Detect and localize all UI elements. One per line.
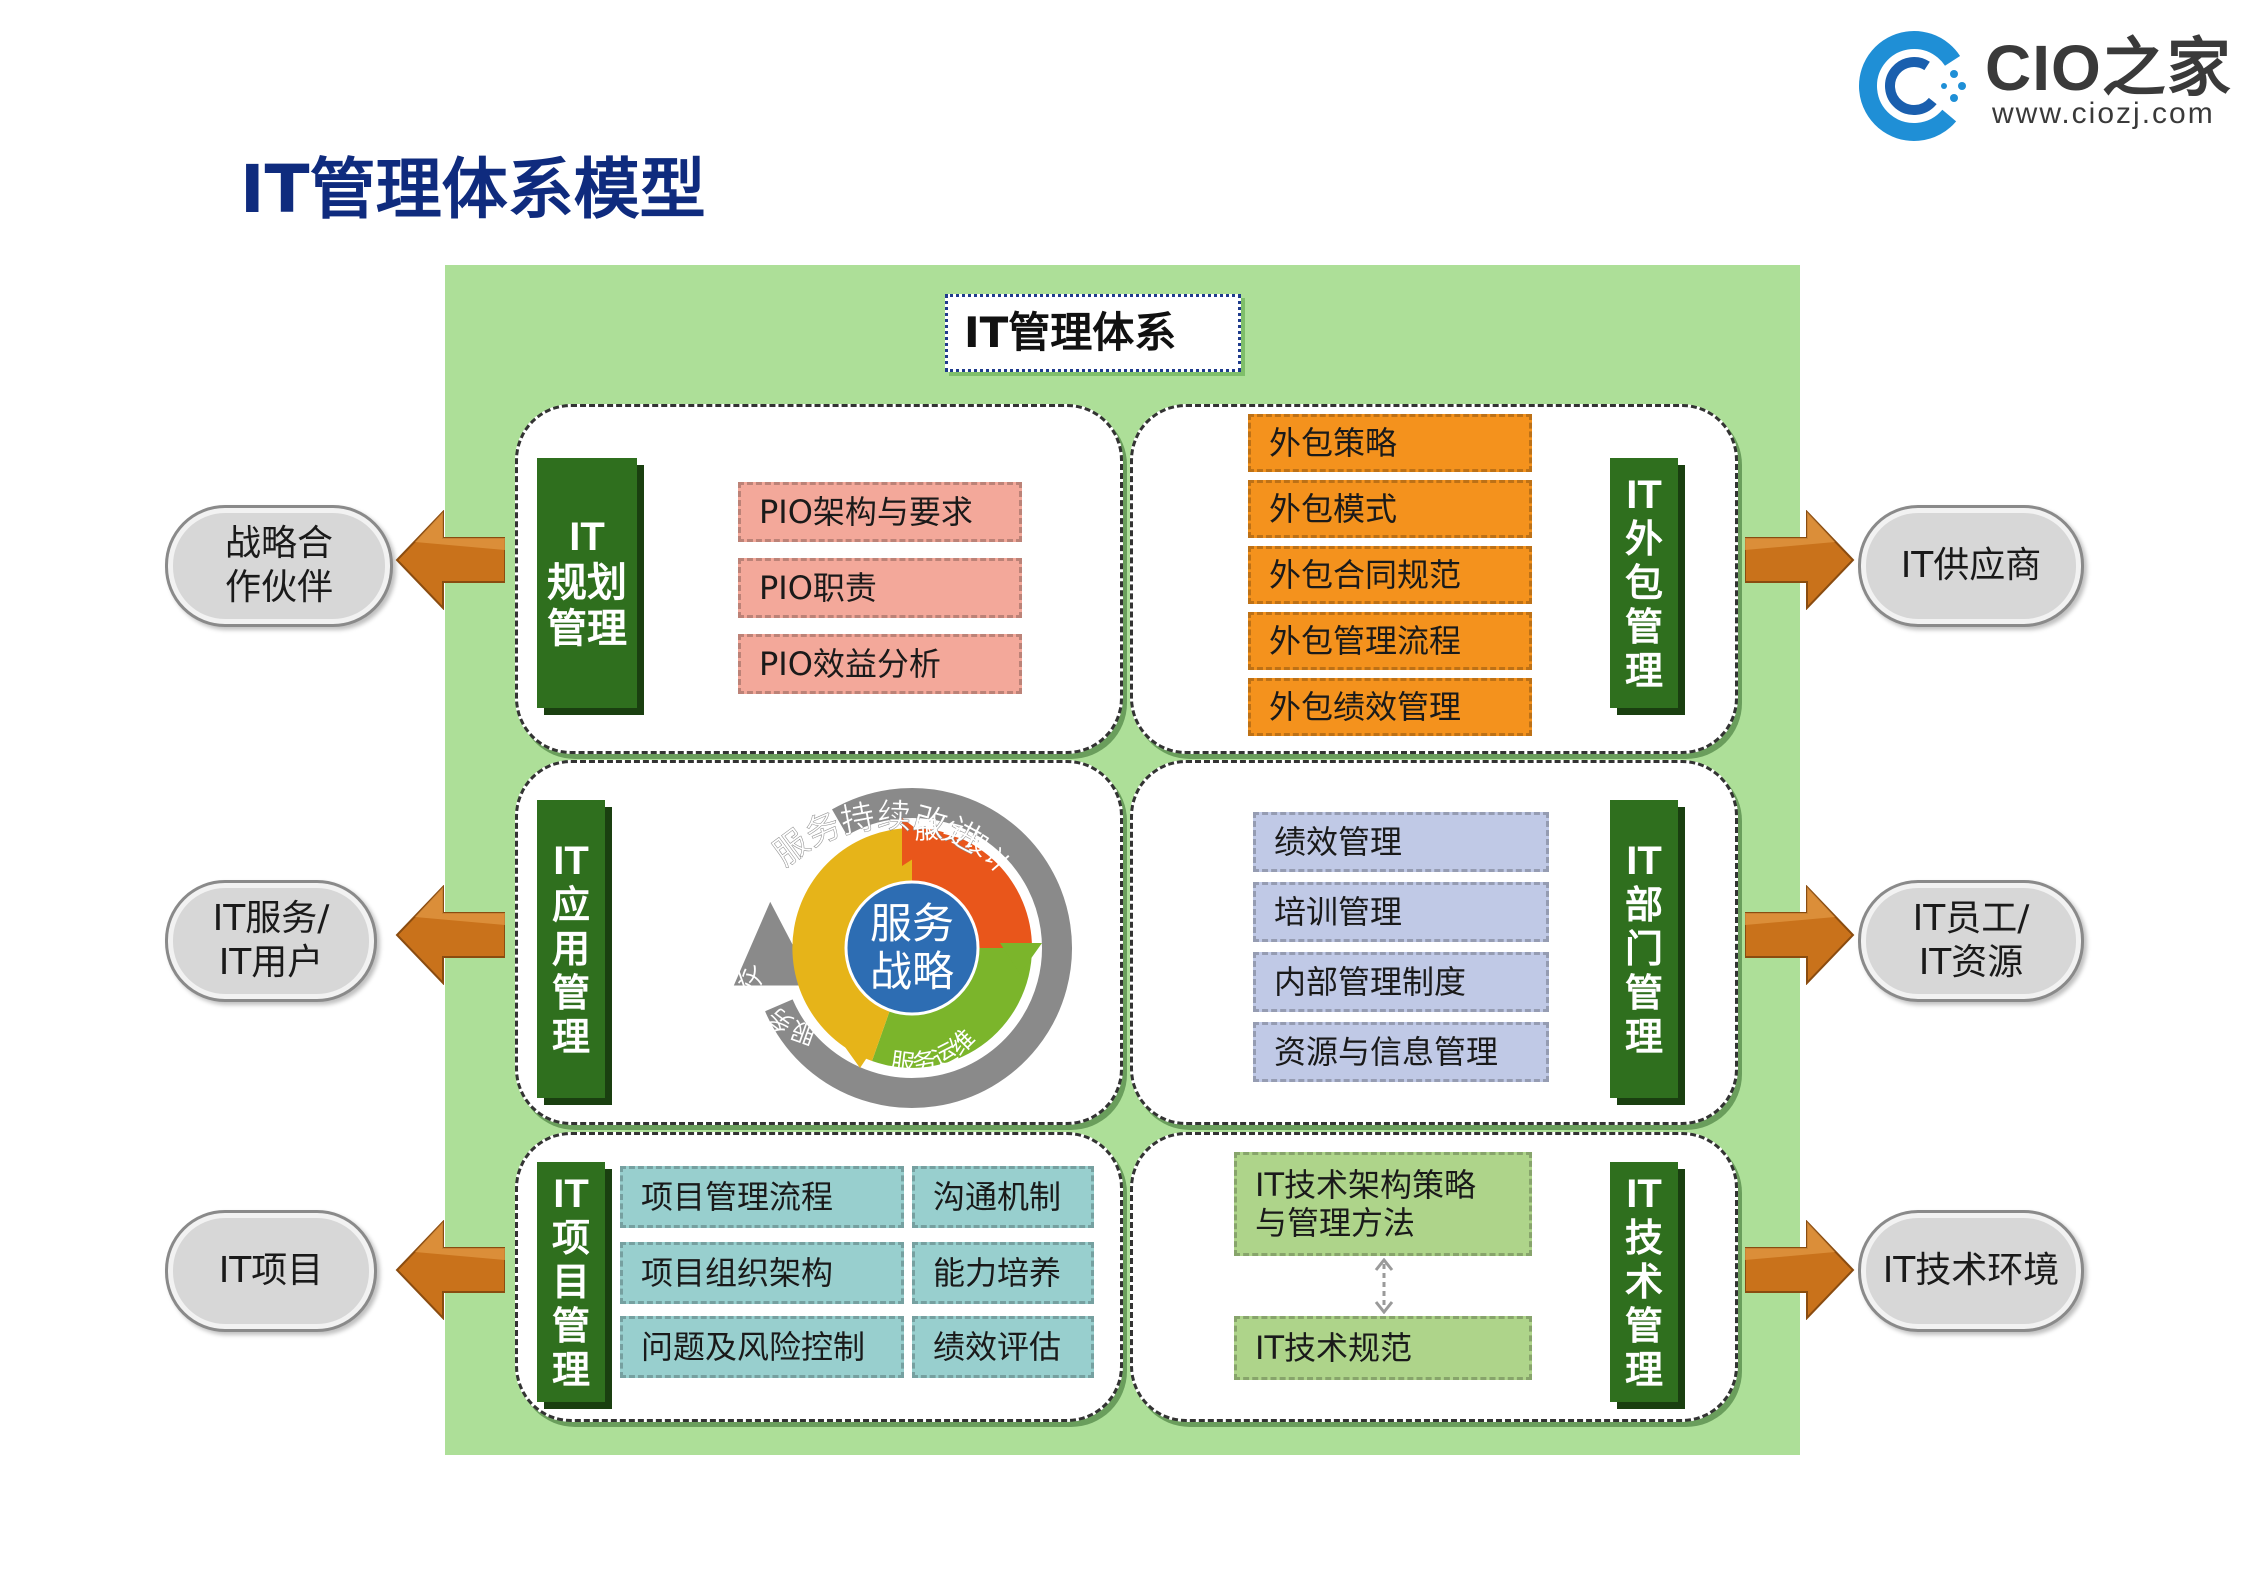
label-it-technology: IT 技 术 管 理 — [1610, 1162, 1678, 1402]
label-line: 理 — [1624, 649, 1663, 693]
label-it-application: IT 应 用 管 理 — [537, 800, 605, 1098]
project-item: 问题及风险控制 — [620, 1316, 904, 1378]
label-line: 管 — [551, 1304, 590, 1348]
stakeholder-bubble-strategic-partner: 战略合 作伙伴 — [165, 505, 393, 627]
label-line: 外 — [1624, 517, 1663, 561]
label-line: 包 — [1624, 561, 1663, 605]
stakeholder-bubble-it-users: IT服务/ IT用户 — [165, 880, 377, 1002]
project-item: 沟通机制 — [912, 1166, 1094, 1228]
planning-item: PIO职责 — [738, 558, 1022, 618]
double-arrow-connector-icon — [1374, 1258, 1394, 1314]
label-it-project: IT 项 目 管 理 — [537, 1162, 605, 1402]
bubble-line: IT用户 — [218, 942, 324, 983]
bubble-line: IT员工/ — [1912, 898, 2030, 939]
label-line: 项 — [551, 1216, 590, 1260]
segment-arrow — [902, 818, 936, 866]
label-line: IT — [553, 839, 589, 883]
outsourcing-item: 外包合同规范 — [1248, 546, 1532, 604]
stakeholder-bubble-it-staff: IT员工/ IT资源 — [1858, 880, 2084, 1002]
technology-item-line: IT技术架构策略 — [1255, 1165, 1476, 1204]
planning-item: PIO架构与要求 — [738, 482, 1022, 542]
department-item: 培训管理 — [1253, 882, 1549, 942]
bubble-line: 作伙伴 — [224, 567, 333, 608]
strategy-label: 服务 — [870, 899, 954, 948]
improvement-ring — [752, 788, 1072, 1108]
outsourcing-item: 外包模式 — [1248, 480, 1532, 538]
label-line: 管 — [1624, 971, 1663, 1015]
label-line: 理 — [551, 1348, 590, 1392]
label-line: IT — [569, 515, 605, 559]
stakeholder-bubble-it-project: IT项目 — [165, 1210, 377, 1332]
bubble-line: IT项目 — [218, 1250, 324, 1291]
page-title: IT管理体系模型 — [240, 151, 706, 228]
cio-logo-icon — [1859, 31, 1969, 141]
label-line: 理 — [1624, 1348, 1663, 1392]
arrow-right-icon — [1745, 1220, 1855, 1320]
label-line: 目 — [551, 1260, 590, 1304]
bubble-line: IT供应商 — [1900, 545, 2042, 586]
bubble-line: IT技术环境 — [1882, 1250, 2060, 1291]
project-item: 能力培养 — [912, 1242, 1094, 1304]
bubble-line: 战略合 — [224, 523, 333, 564]
label-it-outsourcing: IT 外 包 管 理 — [1610, 458, 1678, 708]
arrow-left-icon — [395, 885, 505, 985]
technology-item-line: 与管理方法 — [1255, 1204, 1416, 1242]
project-item: 项目组织架构 — [620, 1242, 904, 1304]
segment-arrow — [840, 1040, 876, 1068]
label-line: 术 — [1624, 1260, 1663, 1304]
planning-item: PIO效益分析 — [738, 634, 1022, 694]
segment-arrow — [1000, 943, 1042, 974]
label-line: 理 — [551, 1015, 590, 1059]
label-line: 管 — [1624, 1304, 1663, 1348]
label-line: 管 — [551, 971, 590, 1015]
label-line: 规划 — [547, 560, 627, 606]
label-line: 理 — [1624, 1015, 1663, 1059]
label-line: 门 — [1624, 927, 1663, 971]
department-item: 资源与信息管理 — [1253, 1022, 1549, 1082]
label-line: 技 — [1624, 1216, 1663, 1260]
label-line: 部 — [1624, 883, 1663, 927]
arrow-right-icon — [1745, 510, 1855, 610]
project-item: 项目管理流程 — [620, 1166, 904, 1228]
stakeholder-bubble-it-supplier: IT供应商 — [1858, 505, 2084, 627]
strategy-core — [844, 880, 980, 1016]
technology-item: IT技术规范 — [1234, 1316, 1532, 1380]
arrow-right-icon — [1745, 885, 1855, 985]
outsourcing-item: 外包绩效管理 — [1248, 678, 1532, 736]
label-line: 用 — [551, 927, 590, 971]
label-line: 管 — [1624, 605, 1663, 649]
service-lifecycle-diagram: 服务持续改进 服务设计 服务运维 服务移交 服务 战略 — [726, 788, 1072, 1108]
logo-name: CIO之家 — [1985, 32, 2232, 104]
logo-url: www.ciozj.com — [1992, 97, 2215, 130]
segment-design — [912, 828, 1032, 948]
stakeholder-bubble-it-environment: IT技术环境 — [1858, 1210, 2084, 1332]
department-item: 绩效管理 — [1253, 812, 1549, 872]
frame-title: IT管理体系 — [945, 294, 1241, 372]
segment-operations — [872, 948, 1032, 1068]
label-line: IT — [553, 1172, 589, 1216]
label-line: 应 — [551, 883, 590, 927]
label-it-department: IT 部 门 管 理 — [1610, 800, 1678, 1098]
bubble-line: IT服务/ — [212, 898, 330, 939]
label-line: IT — [1626, 839, 1662, 883]
label-line: 管理 — [547, 606, 627, 652]
arrow-left-icon — [395, 1220, 505, 1320]
label-line: IT — [1626, 1172, 1662, 1216]
department-item: 内部管理制度 — [1253, 952, 1549, 1012]
outsourcing-item: 外包管理流程 — [1248, 612, 1532, 670]
label-it-planning: IT 规划 管理 — [537, 458, 637, 708]
project-item: 绩效评估 — [912, 1316, 1094, 1378]
technology-item: IT技术架构策略 与管理方法 — [1234, 1152, 1532, 1256]
label-line: IT — [1626, 473, 1662, 517]
arrow-left-icon — [395, 510, 505, 610]
outsourcing-item: 外包策略 — [1248, 414, 1532, 472]
strategy-label: 战略 — [870, 947, 954, 996]
bubble-line: IT资源 — [1918, 942, 2024, 983]
